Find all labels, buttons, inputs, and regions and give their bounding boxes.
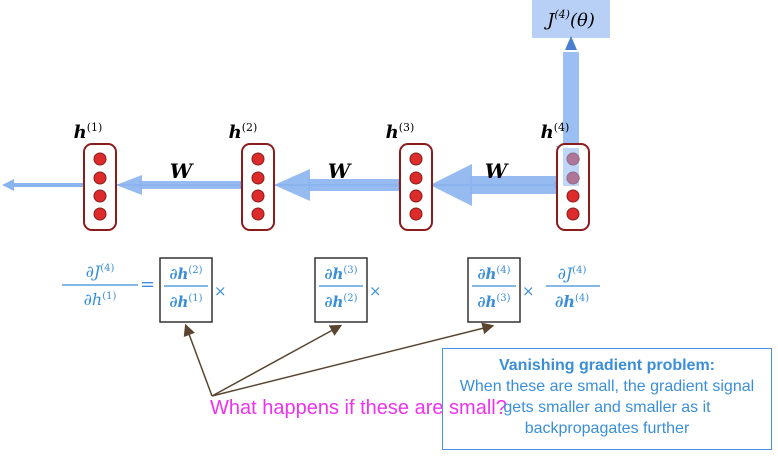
svg-text:∂h(1): ∂h(1) <box>169 293 202 311</box>
factor-box-2[interactable] <box>314 257 368 323</box>
backprop-arrow-out-head <box>2 179 14 191</box>
equation-last-term: ∂J(4) ∂h(4) <box>546 264 600 311</box>
svg-text:∂J(4): ∂J(4) <box>86 262 115 281</box>
backprop-arrow-3-2-head <box>274 169 310 201</box>
equals-sign: = <box>140 274 155 295</box>
svg-text:∂h(4): ∂h(4) <box>477 265 510 283</box>
factor-box-1[interactable] <box>159 257 213 323</box>
hidden-label-2: h(2) <box>229 121 258 143</box>
svg-text:∂h(2): ∂h(2) <box>324 293 357 311</box>
svg-text:∂J(4): ∂J(4) <box>558 264 587 283</box>
backprop-arrow-4-3-head <box>430 164 472 206</box>
backprop-arrow-2-1-shaft <box>140 181 242 189</box>
equation-lhs: ∂J(4) ∂h(1) <box>62 262 138 309</box>
hidden-vector-2 <box>241 143 275 231</box>
svg-text:∂h(1): ∂h(1) <box>84 290 117 309</box>
svg-text:∂h(2): ∂h(2) <box>169 265 202 283</box>
loss-box <box>532 0 610 38</box>
svg-text:∂h(3): ∂h(3) <box>324 265 357 283</box>
times-sign: × <box>214 282 227 300</box>
weight-label: W <box>485 159 510 183</box>
hidden-label-4: h(4) <box>541 121 570 143</box>
factor-3: ∂h(4) ∂h(3) <box>472 265 516 311</box>
weight-label: W <box>170 159 195 183</box>
vanishing-gradient-callout: Vanishing gradient problem: When these a… <box>442 348 772 450</box>
backprop-arrow-out-shaft <box>12 183 84 187</box>
hidden-label-1: h(1) <box>74 121 103 143</box>
hidden-label-3: h(3) <box>386 121 415 143</box>
loss-label: J(4)(θ) <box>543 8 595 31</box>
loss-up-arrowhead <box>565 36 577 50</box>
hidden-vector-3 <box>399 143 433 231</box>
pointer-arrow-3 <box>211 322 495 397</box>
factor-box-3[interactable] <box>467 257 521 323</box>
pointer-arrow-2 <box>211 324 343 397</box>
backprop-arrow-4-3-shaft <box>470 176 560 194</box>
loss-gradient-bar <box>563 52 579 150</box>
callout-body: When these are small, the gradient signa… <box>459 378 755 437</box>
backprop-arrow-3-2-shaft <box>308 179 400 191</box>
factor-2: ∂h(3) ∂h(2) <box>319 265 363 311</box>
times-sign: × <box>522 282 535 300</box>
callout-title: Vanishing gradient problem: <box>498 357 716 374</box>
hidden-vector-1 <box>83 143 117 231</box>
backprop-arrow-2-1-head <box>116 175 142 195</box>
pointer-arrow-1 <box>183 323 213 397</box>
svg-text:∂h(3): ∂h(3) <box>477 293 510 311</box>
weight-label: W <box>328 159 353 183</box>
h4-gradient-overlay <box>563 148 579 186</box>
question-text: What happens if these are small? <box>210 397 507 419</box>
svg-text:∂h(4): ∂h(4) <box>555 292 589 311</box>
times-sign: × <box>369 282 382 300</box>
factor-1: ∂h(2) ∂h(1) <box>164 265 208 311</box>
